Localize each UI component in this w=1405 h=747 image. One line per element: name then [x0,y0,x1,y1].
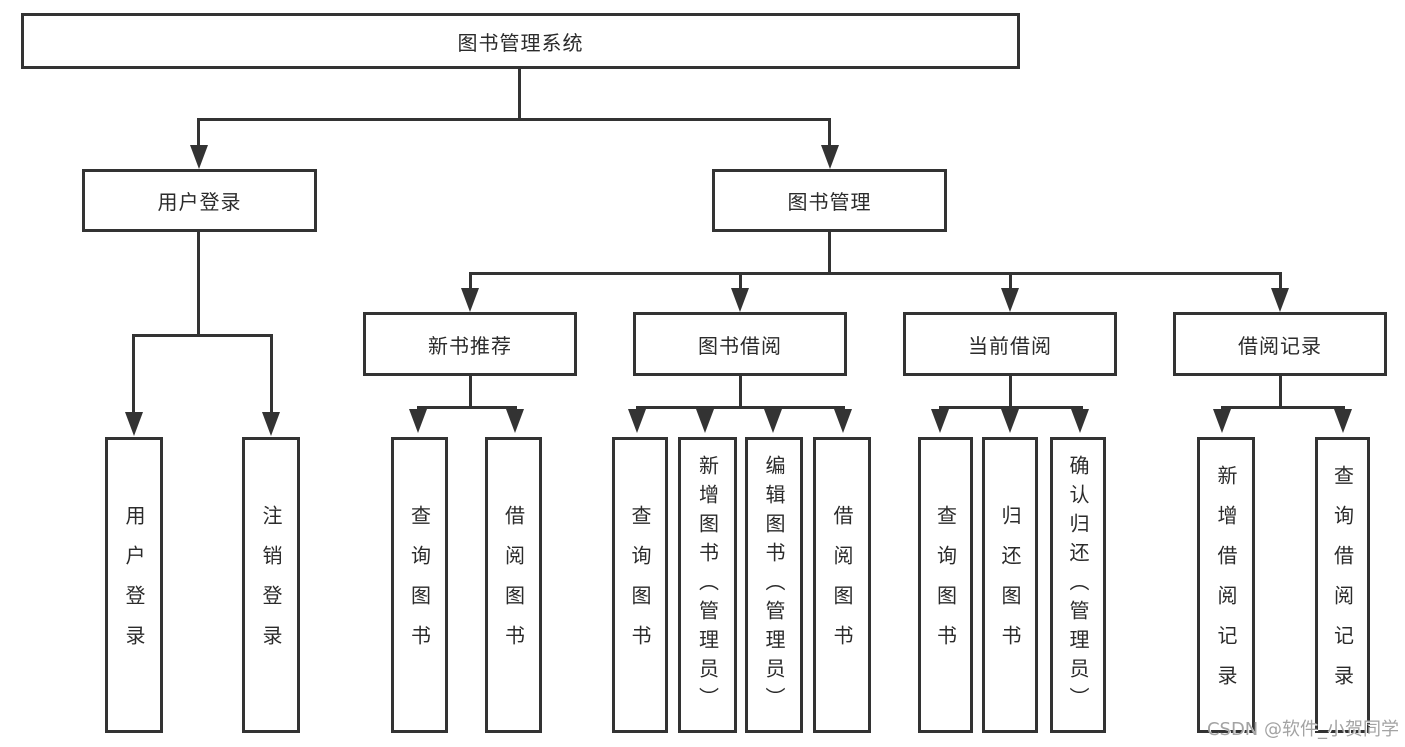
connector-to-current-borrow [1009,272,1012,290]
node-user-login: 用户登录 [82,169,317,232]
arrow-down-icon [1071,409,1089,433]
leaf-label: 查询图书 [628,505,652,665]
node-label: 图书管理 [787,190,872,214]
arrow-down-icon [506,409,524,433]
csdn-watermark: CSDN @软件_小贺同学 [1206,719,1399,740]
leaf-logout: 注销登录 [242,437,300,733]
node-label: 图书管理系统 [457,30,584,55]
arrow-down-icon [821,145,839,169]
node-library-system: 图书管理系统 [21,13,1020,69]
connector-borrow-rail [636,406,845,409]
leaf-borrow-books: 借阅图书 [813,437,871,733]
connector-to-book-borrow [739,272,742,290]
arrow-down-icon [190,145,208,169]
leaf-return-books: 归还图书 [982,437,1038,733]
leaf-borrow-query-books: 查询图书 [612,437,668,733]
leaf-add-borrow-record: 新增借阅记录 [1197,437,1255,733]
leaf-label: 查询图书 [407,505,432,665]
leaf-label: 查询借阅记录 [1330,465,1355,705]
connector-records-drop [1279,376,1282,409]
node-label: 图书借阅 [698,333,782,358]
connector-to-book-mgmt [828,118,831,148]
arrow-down-icon [1334,409,1352,433]
arrow-down-icon [125,412,143,436]
leaf-label: 借阅图书 [830,505,854,665]
arrow-down-icon [1271,288,1289,312]
connector-root-drop [518,69,521,121]
leaf-label: 新增借阅记录 [1214,465,1238,705]
arrow-down-icon [262,412,280,436]
leaf-label: 注销登录 [259,505,283,665]
leaf-current-query-books: 查询图书 [918,437,973,733]
leaf-query-borrow-record: 查询借阅记录 [1315,437,1370,733]
arrow-down-icon [764,409,782,433]
arrow-down-icon [931,409,949,433]
connector-to-borrow-records [1279,272,1282,290]
leaf-label: 编辑图书（管理员） [762,454,786,716]
connector-user-drop [197,232,200,337]
connector-recommend-rail [417,406,517,409]
arrow-down-icon [1001,288,1019,312]
connector-to-user-login [197,118,200,148]
connector-current-rail [939,406,1083,409]
node-book-borrow: 图书借阅 [633,312,847,376]
connector-to-logout-leaf [270,334,273,412]
node-new-book-recommend: 新书推荐 [363,312,577,376]
arrow-down-icon [409,409,427,433]
leaf-user-login: 用户登录 [105,437,163,733]
leaf-recommend-borrow-books: 借阅图书 [485,437,542,733]
leaf-confirm-return-admin: 确认归还（管理员） [1050,437,1106,733]
node-label: 当前借阅 [968,333,1052,358]
connector-recommend-drop [469,376,472,409]
leaf-label: 查询图书 [933,505,958,665]
arrow-down-icon [834,409,852,433]
node-label: 借阅记录 [1238,333,1322,358]
arrow-down-icon [461,288,479,312]
leaf-edit-books-admin: 编辑图书（管理员） [745,437,803,733]
node-borrow-records: 借阅记录 [1173,312,1387,376]
arrow-down-icon [731,288,749,312]
leaf-label: 新增图书（管理员） [695,454,720,716]
connector-to-new-book [469,272,472,290]
connector-current-drop [1009,376,1012,409]
leaf-label: 借阅图书 [501,505,526,665]
arrow-down-icon [1213,409,1231,433]
connector-to-login-leaf [132,334,135,412]
connector-borrow-drop [739,376,742,409]
connector-mgmt-drop [828,232,831,275]
leaf-label: 归还图书 [998,505,1022,665]
connector-records-rail [1221,406,1345,409]
node-current-borrow: 当前借阅 [903,312,1117,376]
connector-user-rail [132,334,273,337]
arrow-down-icon [1001,409,1019,433]
node-label: 新书推荐 [428,333,512,358]
connector-level2-rail [469,272,1282,275]
node-book-management: 图书管理 [712,169,947,232]
arrow-down-icon [628,409,646,433]
leaf-add-books-admin: 新增图书（管理员） [678,437,737,733]
leaf-recommend-query-books: 查询图书 [391,437,448,733]
leaf-label: 用户登录 [122,505,146,665]
node-label: 用户登录 [157,190,242,214]
leaf-label: 确认归还（管理员） [1066,454,1090,716]
connector-level1-rail [197,118,831,121]
arrow-down-icon [696,409,714,433]
